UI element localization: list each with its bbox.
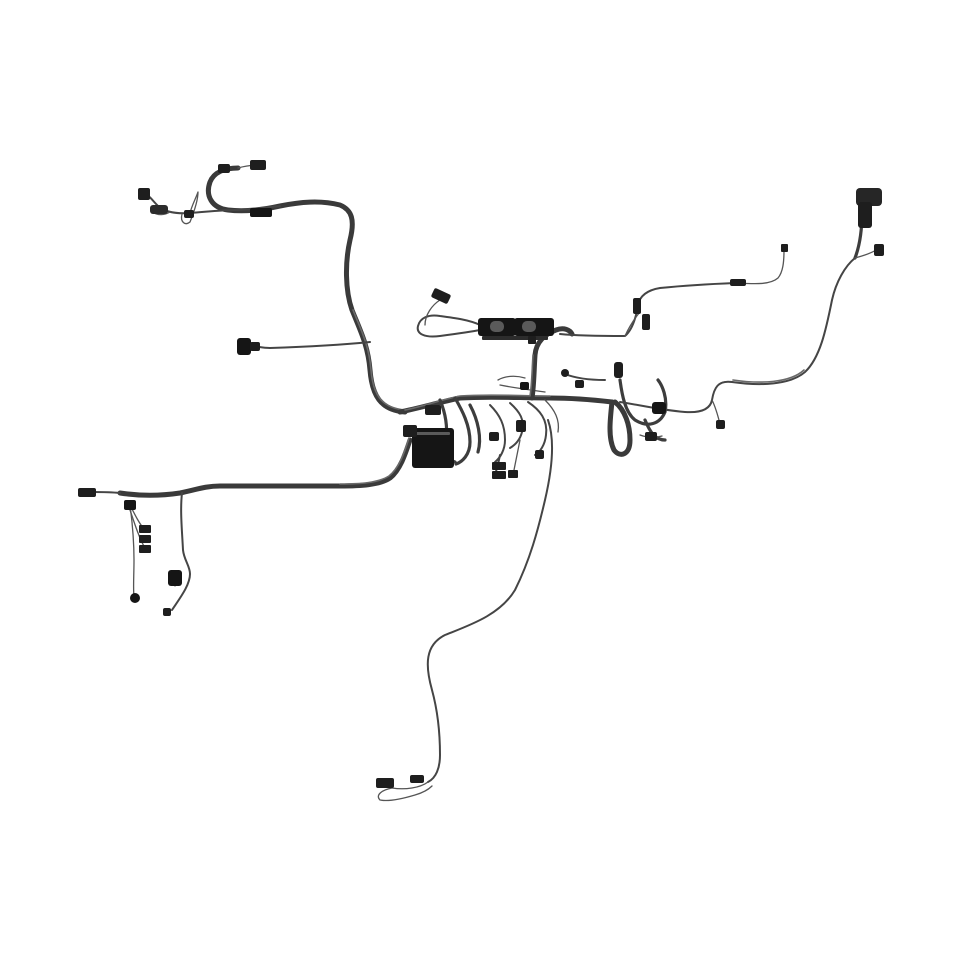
connector [520, 382, 529, 390]
connector [218, 164, 230, 173]
connector [561, 369, 569, 377]
connector [403, 425, 417, 437]
connector [575, 380, 584, 388]
connector [78, 488, 96, 497]
connector [163, 608, 171, 616]
connector [645, 432, 657, 441]
connector [410, 775, 424, 783]
connector [124, 500, 136, 510]
connector [425, 405, 441, 415]
left-lower-branch [78, 437, 413, 616]
connector [250, 208, 272, 217]
connector [535, 450, 544, 459]
connector [652, 402, 666, 414]
connector [250, 160, 266, 170]
connector [168, 570, 182, 586]
connector [874, 244, 884, 256]
connector [642, 314, 650, 330]
central-hub [397, 369, 615, 479]
connector [150, 205, 168, 214]
connector [184, 210, 194, 218]
connector [516, 420, 526, 432]
left-mid-branch [237, 338, 371, 355]
connector [237, 338, 251, 355]
connector [528, 336, 536, 344]
connector [376, 778, 394, 788]
connector [139, 535, 151, 543]
connector [781, 244, 788, 252]
connector [633, 298, 641, 314]
connector [492, 471, 506, 479]
bottom-branch [376, 419, 553, 802]
connector [508, 470, 518, 478]
top-center-branch [416, 244, 788, 401]
connector [130, 593, 140, 603]
connector [730, 279, 746, 286]
connector [138, 188, 150, 200]
connector [489, 432, 499, 441]
boot-connector [856, 188, 882, 206]
connector [250, 342, 260, 351]
connector [431, 288, 451, 304]
connector [858, 202, 872, 228]
connector [492, 462, 506, 470]
connector [614, 362, 623, 378]
top-left-branch [138, 160, 408, 415]
connector [716, 420, 725, 429]
connector [139, 545, 151, 553]
connector [139, 525, 151, 533]
right-branch [607, 188, 884, 457]
control-module [412, 428, 454, 468]
